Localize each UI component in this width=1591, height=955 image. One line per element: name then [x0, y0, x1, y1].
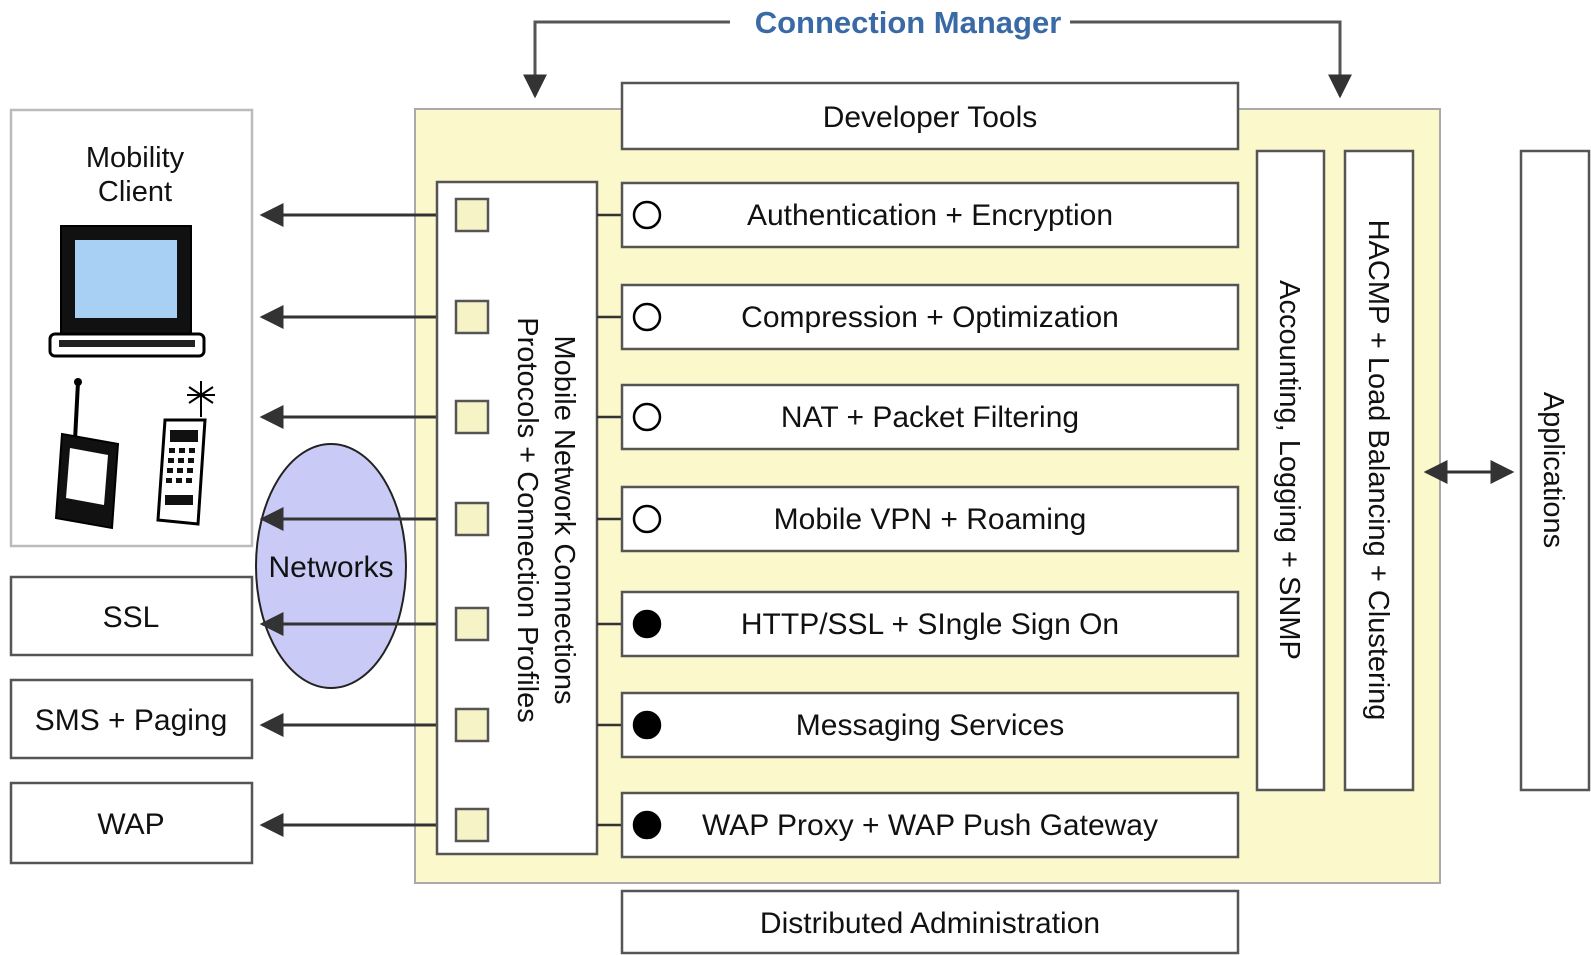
distributed-administration-box: Distributed Administration — [620, 889, 1240, 955]
ssl-box: SSL — [9, 575, 254, 657]
protocol-port — [454, 707, 490, 743]
title-bracket-left — [523, 20, 730, 99]
cell-phone-icon — [156, 381, 215, 526]
service-box — [620, 485, 1240, 553]
protocol-port — [454, 606, 490, 642]
service-label: Compression + Optimization — [741, 301, 1119, 334]
service-box — [620, 283, 1240, 351]
protocol-port — [454, 399, 490, 435]
mobility-client-box: Mobility Client — [9, 108, 254, 548]
laptop-icon — [48, 225, 206, 358]
protocols-label-line2: Protocols + Connection Profiles — [511, 317, 543, 722]
open-connector-icon — [632, 200, 662, 230]
open-connector-icon — [632, 504, 662, 534]
left-target-boxes: SSL SMS + Paging WAP — [9, 575, 254, 865]
networks-ellipse: Networks — [255, 443, 407, 689]
protocols-label-line1: Mobile Network Connections — [548, 335, 580, 704]
service-label: WAP Proxy + WAP Push Gateway — [702, 809, 1158, 842]
accounting-column: Accounting, Logging + SNMP — [1255, 149, 1326, 792]
distributed-administration-label: Distributed Administration — [760, 907, 1100, 940]
service-box — [620, 691, 1240, 759]
port-arrows — [259, 203, 456, 837]
diagram-title: Connection Manager — [755, 5, 1062, 40]
applications-label: Applications — [1537, 392, 1569, 548]
service-box — [620, 181, 1240, 249]
service-label: Mobile VPN + Roaming — [774, 503, 1087, 536]
protocol-port — [454, 299, 490, 335]
service-label: NAT + Packet Filtering — [781, 401, 1079, 434]
connection-manager-header: Connection Manager — [523, 5, 1352, 99]
accounting-label: Accounting, Logging + SNMP — [1273, 280, 1305, 660]
developer-tools-label: Developer Tools — [823, 101, 1038, 134]
ssl-label: SSL — [103, 601, 160, 634]
hacmp-label: HACMP + Load Balancing + Clustering — [1362, 220, 1394, 721]
service-label: HTTP/SSL + SIngle Sign On — [741, 608, 1119, 641]
service-box — [620, 383, 1240, 451]
developer-tools-box: Developer Tools — [620, 81, 1240, 151]
protocol-port — [454, 197, 490, 233]
hacmp-column: HACMP + Load Balancing + Clustering — [1343, 149, 1415, 792]
sms-paging-box: SMS + Paging — [9, 678, 254, 760]
filled-connector-icon — [632, 810, 662, 840]
open-connector-icon — [632, 402, 662, 432]
service-box — [620, 590, 1240, 658]
mobility-client-label-line2: Client — [98, 176, 172, 208]
filled-connector-icon — [632, 609, 662, 639]
service-label: Authentication + Encryption — [747, 199, 1113, 232]
mobility-client-label-line1: Mobility — [86, 142, 185, 174]
service-label: Messaging Services — [796, 709, 1064, 742]
open-connector-icon — [632, 302, 662, 332]
applications-box: Applications — [1519, 149, 1591, 792]
service-box — [620, 791, 1240, 859]
networks-label: Networks — [268, 551, 393, 584]
title-bracket-right — [1070, 20, 1352, 99]
sms-paging-label: SMS + Paging — [35, 704, 228, 737]
protocol-port — [454, 501, 490, 537]
pda-icon — [54, 378, 120, 530]
wap-box: WAP — [9, 781, 254, 865]
wap-label: WAP — [97, 808, 164, 841]
protocol-ports — [454, 197, 490, 843]
protocol-port — [454, 807, 490, 843]
filled-connector-icon — [632, 710, 662, 740]
